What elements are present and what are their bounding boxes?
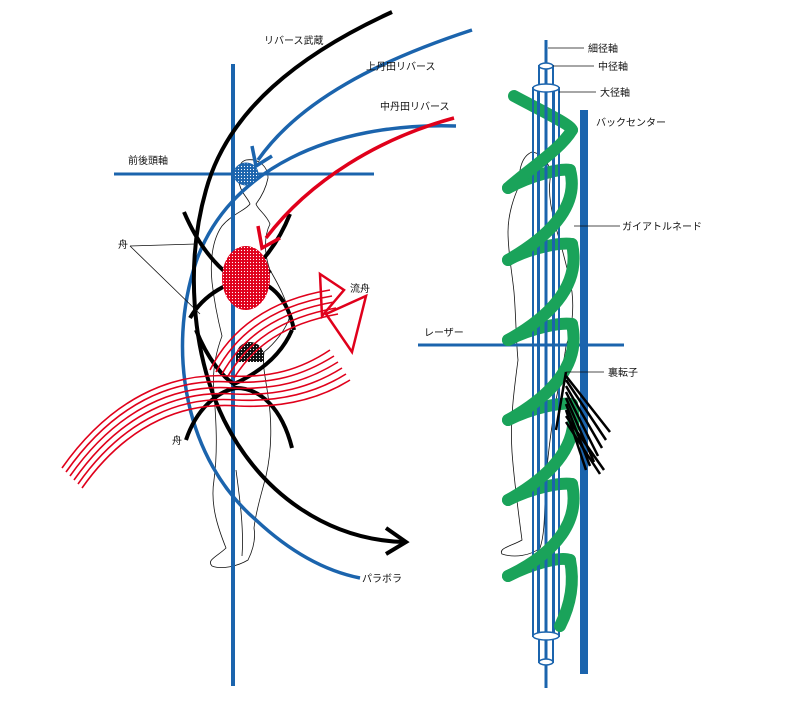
- lower-dantian-sphere: [236, 342, 264, 362]
- human-silhouette-left: [210, 159, 291, 568]
- rear-rotor: [554, 371, 611, 475]
- upper-dantian-reverse-arrowhead: [250, 145, 273, 169]
- medium-axis-bottom: [538, 658, 554, 666]
- label-back-center: バックセンター: [596, 117, 666, 129]
- human-silhouette-right: [500, 151, 574, 557]
- flowing-boat-band-lower: [61, 349, 351, 489]
- middle-dantian-reverse-arrowhead: [256, 225, 281, 251]
- reverse-musashi-curve: [191, 10, 405, 544]
- reverse-musashi-arrowhead: [384, 526, 410, 556]
- label-front-back-head-axis: 前後頭軸: [128, 154, 168, 167]
- label-large-axis: 大径軸: [600, 86, 630, 99]
- label-upper-dantian-reverse: 上丹田リバース: [366, 61, 436, 73]
- large-axis-bottom: [532, 631, 560, 641]
- upper-dantian-reverse-arrow: [256, 28, 473, 162]
- flowing-boat-arrowhead-lower: [324, 293, 368, 356]
- label-middle-dantian-reverse: 中丹田リバース: [380, 100, 450, 113]
- label-gaia-tornado: ガイアトルネード: [622, 221, 702, 233]
- right-figure: 細径軸 中径軸 大径軸 バックセンター ガイアトルネード レーザー 裏転子: [418, 40, 702, 688]
- boat-curve-lower: [184, 385, 294, 449]
- axis-tube: [532, 40, 560, 688]
- label-boat-upper: 舟: [118, 238, 128, 251]
- label-thin-axis: 細径軸: [588, 42, 618, 55]
- leader-boat-upper-1: [129, 243, 197, 247]
- label-boat-lower: 舟: [172, 434, 182, 447]
- parabola-curve: [180, 124, 457, 580]
- label-reverse-musashi: リバース武蔵: [264, 34, 324, 47]
- middle-dantian-reverse-arrow: [264, 116, 455, 240]
- label-parabola: パラボラ: [362, 573, 402, 585]
- middle-dantian-sphere: [222, 246, 270, 310]
- left-figure: リバース武蔵 上丹田リバース 中丹田リバース 前後頭軸 舟 流舟 舟 パラボラ: [61, 10, 473, 686]
- label-laser: レーザー: [424, 327, 464, 339]
- label-medium-axis: 中径軸: [598, 60, 628, 73]
- human-leg-line: [235, 469, 243, 557]
- back-center-bar: [580, 110, 588, 674]
- label-flowing-boat: 流舟: [350, 282, 370, 295]
- medium-axis-top: [538, 62, 554, 70]
- large-axis-top: [532, 83, 560, 93]
- boat-curve-middle-lower: [194, 329, 294, 387]
- leader-boat-upper-2: [129, 245, 201, 315]
- flowing-boat-arrowhead-upper: [318, 271, 346, 320]
- head-sphere: [233, 162, 259, 186]
- label-rear-rotor: 裏転子: [608, 366, 638, 379]
